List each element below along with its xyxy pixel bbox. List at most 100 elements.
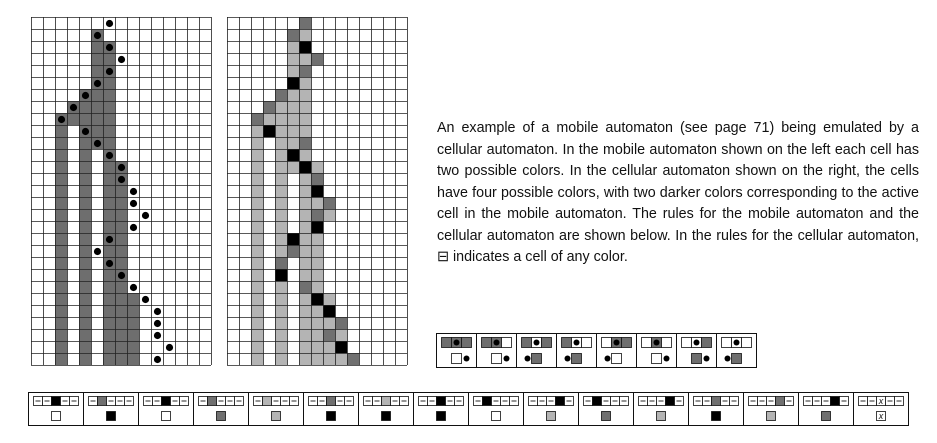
grid-cell xyxy=(55,137,67,149)
active-cell-dot xyxy=(129,283,138,292)
grid-cell xyxy=(335,329,347,341)
grid-cell xyxy=(299,233,311,245)
grid-cell xyxy=(311,233,323,245)
grid-cell xyxy=(103,197,115,209)
grid-cell xyxy=(55,185,67,197)
grid-cell xyxy=(299,221,311,233)
grid-cell xyxy=(287,161,299,173)
grid-cell xyxy=(323,329,335,341)
rule-result-cell xyxy=(876,411,886,421)
grid-cell xyxy=(311,317,323,329)
rule-cell xyxy=(441,337,452,348)
rule-result-cell xyxy=(106,411,116,421)
grid-cell xyxy=(323,293,335,305)
grid-cell xyxy=(115,245,127,257)
grid-cell xyxy=(79,257,91,269)
wildcard-label: x xyxy=(878,411,884,421)
mobile-automaton-rules xyxy=(436,333,757,368)
grid-cell xyxy=(103,209,115,221)
grid-cell xyxy=(79,305,91,317)
cellular-automaton-evolution xyxy=(227,17,408,366)
grid-cell xyxy=(275,149,287,161)
active-cell-dot xyxy=(81,127,90,136)
grid-cell xyxy=(287,233,299,245)
grid-cell xyxy=(299,137,311,149)
grid-cell xyxy=(79,353,91,365)
grid-cell xyxy=(275,233,287,245)
active-cell-dot xyxy=(613,339,620,346)
active-cell-dot xyxy=(117,271,126,280)
rule-cell xyxy=(665,396,675,406)
grid-cell xyxy=(115,281,127,293)
grid-cell xyxy=(311,197,323,209)
grid-cell xyxy=(323,197,335,209)
rule-cell xyxy=(481,337,492,348)
grid-cell xyxy=(299,17,311,29)
grid-cell xyxy=(115,317,127,329)
grid-cell xyxy=(275,281,287,293)
rule-cell xyxy=(541,337,552,348)
grid-cell xyxy=(311,53,323,65)
grid-cell xyxy=(251,185,263,197)
active-cell-dot xyxy=(141,211,150,220)
grid-cell xyxy=(55,245,67,257)
grid-cell xyxy=(91,89,103,101)
rule-result-cell xyxy=(326,411,336,421)
active-cell-dot xyxy=(93,31,102,40)
grid-cell xyxy=(251,305,263,317)
grid-cell xyxy=(275,113,287,125)
grid-cell xyxy=(55,161,67,173)
rule-result-cell xyxy=(651,353,662,364)
grid-cell xyxy=(103,269,115,281)
grid-cell xyxy=(79,113,91,125)
rule-result-cell xyxy=(691,353,702,364)
grid-cell xyxy=(299,341,311,353)
grid-cell xyxy=(251,329,263,341)
rule-cell xyxy=(436,396,446,406)
active-cell-dot xyxy=(105,43,114,52)
grid-cell xyxy=(275,101,287,113)
active-cell-dot xyxy=(573,339,580,346)
grid-cell xyxy=(103,221,115,233)
active-cell-dot xyxy=(463,355,470,362)
grid-cell xyxy=(91,113,103,125)
grid-cell xyxy=(79,149,91,161)
grid-cell xyxy=(103,245,115,257)
grid-cell xyxy=(299,77,311,89)
grid-cell xyxy=(79,209,91,221)
grid-cell xyxy=(91,125,103,137)
active-cell-dot xyxy=(165,343,174,352)
grid-cell xyxy=(299,281,311,293)
rule-cell xyxy=(775,396,785,406)
grid-cell xyxy=(115,209,127,221)
grid-cell xyxy=(251,137,263,149)
grid-cell xyxy=(311,329,323,341)
rule-result-cell xyxy=(571,353,582,364)
active-cell-dot xyxy=(117,175,126,184)
grid-cell xyxy=(91,41,103,53)
grid-cell xyxy=(299,65,311,77)
rule-result-cell xyxy=(161,411,171,421)
rule-cell xyxy=(601,337,612,348)
active-cell-dot xyxy=(604,355,611,362)
active-cell-dot xyxy=(129,223,138,232)
grid-cell xyxy=(299,329,311,341)
grid-cell xyxy=(251,161,263,173)
grid-cell xyxy=(79,341,91,353)
grid-cell xyxy=(287,29,299,41)
grid-cell xyxy=(91,65,103,77)
grid-cell xyxy=(323,305,335,317)
grid-cell xyxy=(115,257,127,269)
rule-result-cell xyxy=(491,411,501,421)
rule-cell xyxy=(661,337,672,348)
grid-cell xyxy=(287,89,299,101)
grid-cell xyxy=(311,281,323,293)
caption: An example of a mobile automaton (see pa… xyxy=(437,118,919,269)
grid-cell xyxy=(251,341,263,353)
rule-result-cell xyxy=(436,411,446,421)
active-cell-dot xyxy=(153,307,162,316)
active-cell-dot xyxy=(653,339,660,346)
grid-cell xyxy=(299,269,311,281)
grid-cell xyxy=(311,245,323,257)
grid-cell xyxy=(311,221,323,233)
